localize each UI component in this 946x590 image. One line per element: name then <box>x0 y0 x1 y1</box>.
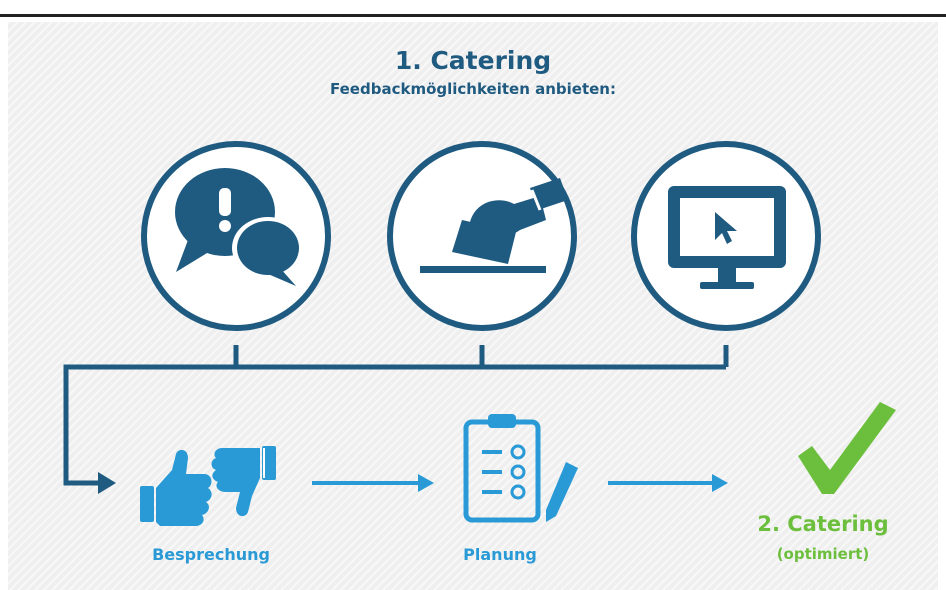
result-subtitle: (optimiert) <box>776 545 870 563</box>
speech-bubbles-icon <box>141 141 331 331</box>
computer-monitor-icon <box>631 141 821 331</box>
arrowhead-to-discussion <box>98 472 116 494</box>
page-title: 1. Catering <box>394 46 552 75</box>
arrow-to-result <box>608 474 728 492</box>
result-title: 2. Catering <box>757 512 889 536</box>
connector-lines <box>63 345 729 486</box>
discussion-label: Besprechung <box>152 545 270 564</box>
ballot-box-icon <box>387 141 577 331</box>
page-subtitle: Feedbackmöglichkeiten anbieten: <box>330 80 616 98</box>
clipboard-checklist-icon <box>463 414 578 523</box>
thumbs-up-down-icon <box>140 446 276 526</box>
arrow-to-planning <box>312 474 434 492</box>
planning-label: Planung <box>463 545 537 564</box>
top-border <box>0 0 946 17</box>
checkmark-icon <box>798 402 896 494</box>
